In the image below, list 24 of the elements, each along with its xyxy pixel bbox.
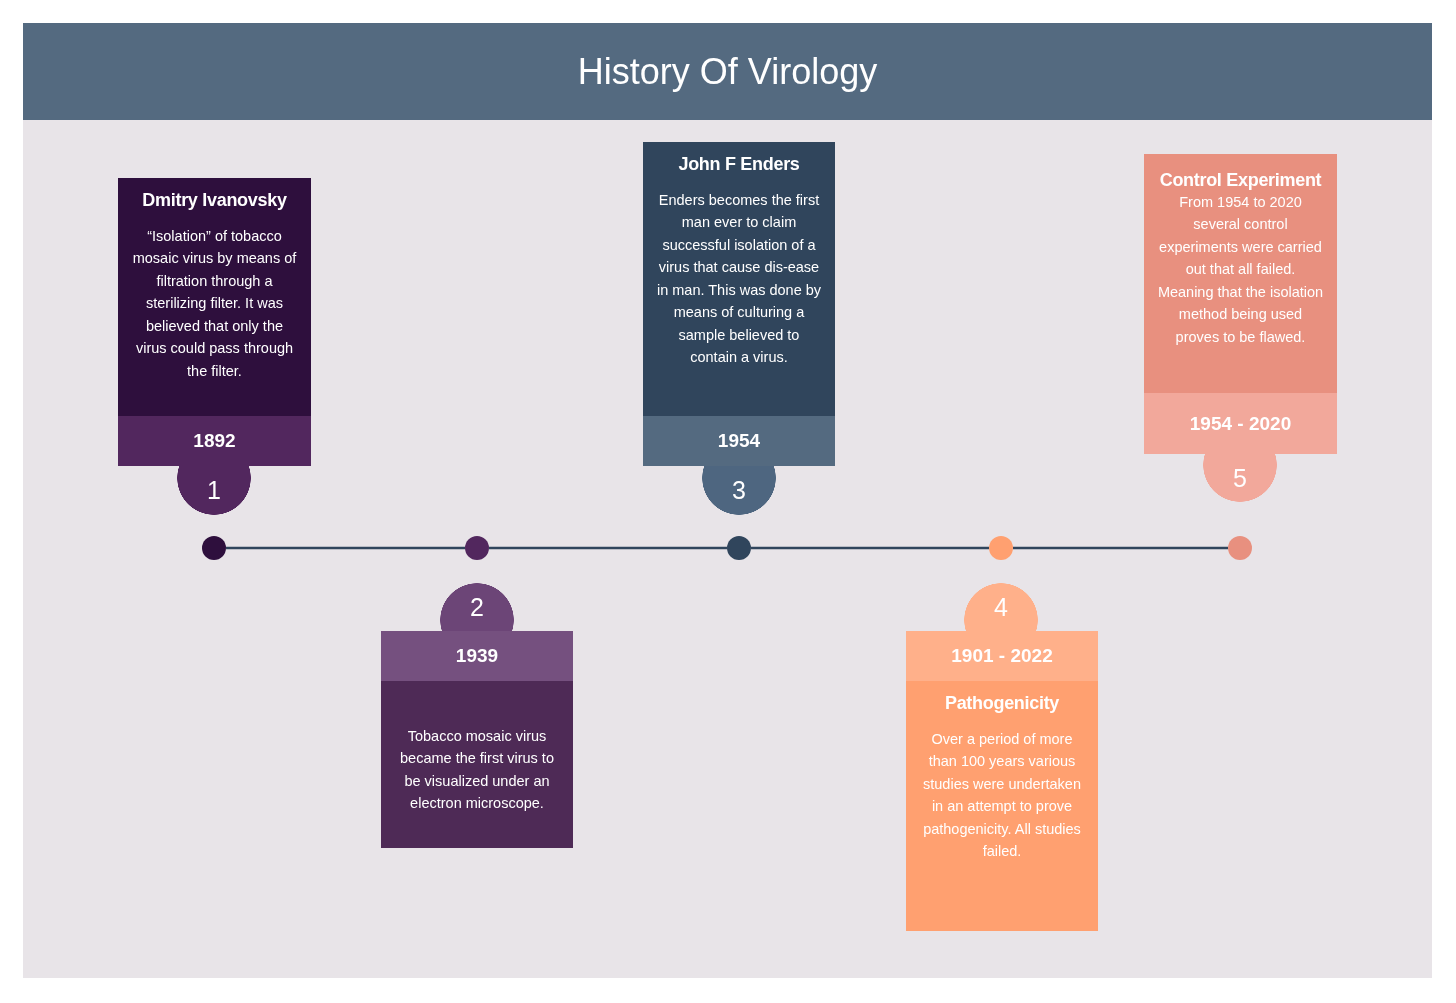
- timeline-line: [226, 546, 465, 550]
- timeline-line: [489, 546, 727, 550]
- timeline-line: [1013, 546, 1228, 550]
- timeline-card: [643, 142, 835, 466]
- timeline-card: [118, 178, 311, 466]
- card-text: From 1954 to 2020 several control experiments were carried out that all failed. Meaning that the isolation method being used proves to be flawed.: [1156, 193, 1325, 347]
- timeline-card: [1144, 154, 1337, 454]
- card-heading: Pathogenicity: [943, 692, 1061, 715]
- card-heading: Dmitry Ivanovsky: [141, 189, 288, 212]
- card-text: Enders becomes the first man ever to claim successful isolation of a virus that cause dis-ease in man. This was done by means of culturing a sample believed to contain a virus.: [655, 191, 823, 368]
- timeline-card: [381, 631, 573, 848]
- year-label: 1892: [118, 416, 311, 466]
- year-label: 1954: [643, 416, 835, 466]
- card-heading: Control Experiment: [1158, 169, 1323, 191]
- timeline-card: [906, 631, 1098, 931]
- card-heading: John F Enders: [677, 153, 801, 176]
- timeline-line: [751, 546, 989, 550]
- card-text: Tobacco mosaic virus became the first virus to be visualized under an electron microscope.: [399, 727, 555, 814]
- card-text: Over a period of more than 100 years various studies were undertaken in an attempt to prove pathogenicity. All studies failed.: [922, 730, 1082, 862]
- year-label: 1901 - 2022: [906, 631, 1098, 681]
- year-label: 1954 - 2020: [1144, 393, 1337, 454]
- card-text: “Isolation” of tobacco mosaic virus by means of filtration through a sterilizing filter. It was believed that only the virus could pass through the filter.: [131, 227, 298, 381]
- year-label: 1939: [381, 631, 573, 681]
- title: History Of Virology: [577, 50, 878, 93]
